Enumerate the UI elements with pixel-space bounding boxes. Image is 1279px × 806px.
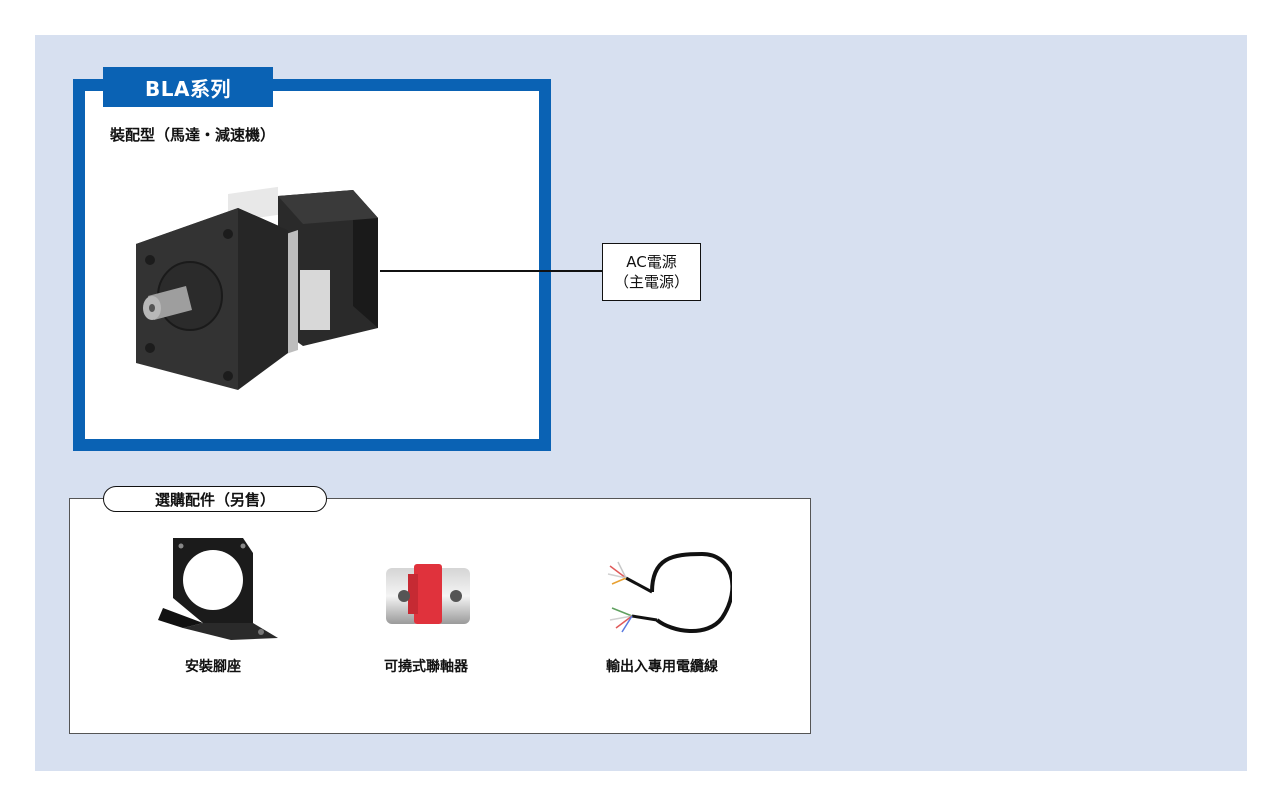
flexible-coupling-icon: [386, 564, 470, 624]
io-cable-icon: [607, 551, 732, 634]
series-title: BLA系列: [103, 67, 273, 107]
accessory-item-mounting-bracket: 安裝腳座: [113, 528, 313, 675]
accessory-label: 可撓式聯軸器: [384, 659, 468, 675]
mounting-bracket-icon: [158, 538, 278, 640]
accessories-title: 選購配件（另售）: [103, 486, 327, 512]
accessory-item-io-cable: 輸出入專用電纜線: [562, 528, 762, 675]
series-subtitle: 裝配型（馬達・減速機）: [110, 126, 276, 144]
ac-power-label: AC電源: [626, 253, 677, 271]
power-connection-line: [380, 270, 602, 272]
gear-motor-icon: [136, 186, 378, 390]
ac-power-sublabel: （主電源）: [613, 273, 689, 291]
accessory-label: 輸出入專用電纜線: [606, 659, 718, 675]
ac-power-box: AC電源 （主電源）: [602, 243, 701, 301]
accessory-item-flexible-coupling: 可撓式聯軸器: [326, 528, 526, 675]
accessory-label: 安裝腳座: [185, 659, 241, 675]
